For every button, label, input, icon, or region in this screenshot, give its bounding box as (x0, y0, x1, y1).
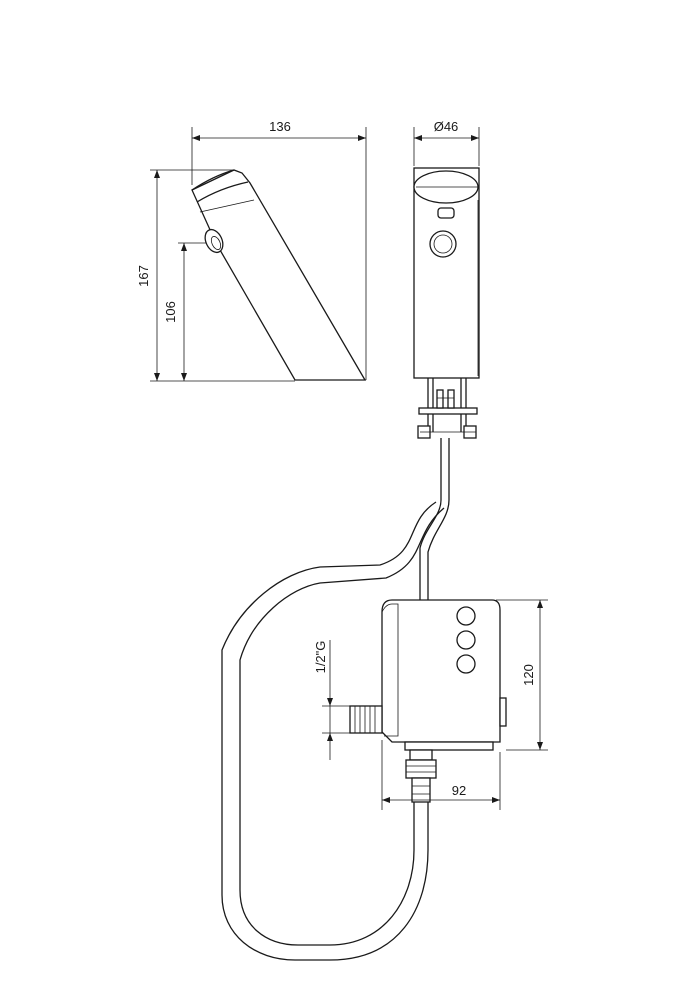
dimension-thread: 1/2"G (313, 640, 350, 760)
dimension-box-height-label: 120 (521, 664, 536, 686)
dimension-167: 167 (136, 169, 295, 382)
mounting-assembly (417, 378, 478, 439)
bottom-fitting (405, 749, 437, 803)
led-indicator-top (456, 606, 476, 626)
dimension-136-label: 136 (269, 119, 291, 134)
dimension-106-label: 106 (163, 301, 178, 323)
threaded-inlet (349, 705, 383, 734)
dimension-diameter: Ø46 (413, 119, 480, 166)
dimension-box-height: 120 (496, 599, 548, 751)
dimension-box-width: 92 (381, 740, 501, 810)
spout-front-view (413, 167, 480, 379)
dimension-167-label: 167 (136, 265, 151, 287)
spout-side-view (191, 169, 367, 381)
dimension-106: 106 (163, 242, 206, 381)
dimension-diameter-label: Ø46 (434, 119, 459, 134)
led-indicator-bottom (456, 654, 476, 674)
control-box (381, 599, 507, 751)
led-indicator-middle (456, 630, 476, 650)
connection-cable (419, 438, 450, 600)
dimension-136: 136 (191, 119, 367, 380)
dimension-thread-label: 1/2"G (313, 641, 328, 674)
sensor-window (204, 228, 224, 254)
dimension-box-width-label: 92 (452, 783, 466, 798)
flexible-hose (221, 501, 445, 961)
